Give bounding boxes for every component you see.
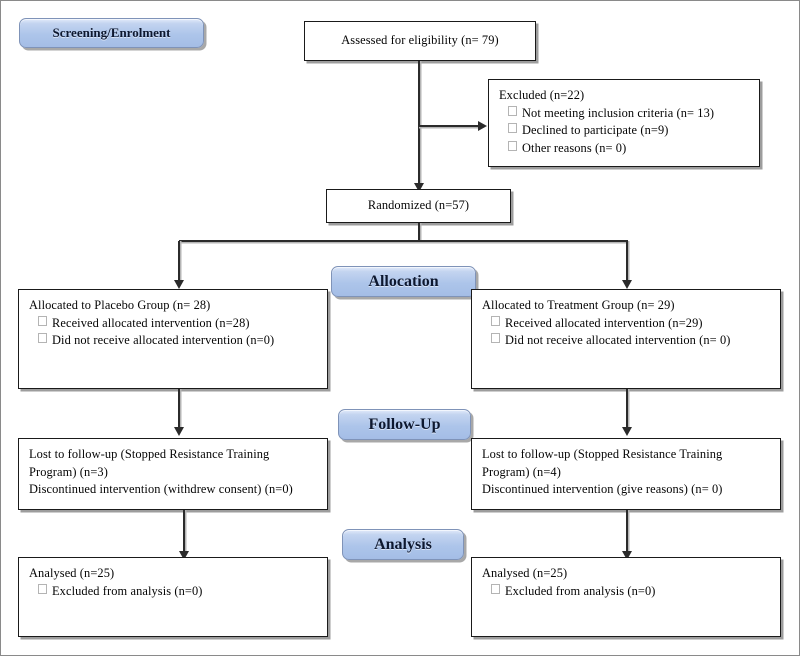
node-excluded-line-3-text: Other reasons (n= 0) — [522, 141, 627, 156]
arrowhead-randomized-to-alloc-left — [173, 280, 184, 289]
connector-follow-left-to-analysis-left — [183, 510, 185, 554]
connector-alloc-left-to-follow-left — [178, 389, 180, 430]
arrowhead-alloc-right-to-follow-right — [621, 427, 632, 436]
node-assessed-line-0: Assessed for eligibility (n= 79) — [341, 33, 499, 48]
bullet-box-icon — [491, 315, 500, 326]
node-analysis-left-line-1: Excluded from analysis (n=0) — [29, 583, 317, 601]
node-allocated-placebo: Allocated to Placebo Group (n= 28) Recei… — [18, 289, 328, 389]
node-alloc-right-line-0: Allocated to Treatment Group (n= 29) — [482, 298, 675, 312]
node-follow-right-line-1: Program) (n=4) — [482, 464, 561, 479]
bullet-box-icon — [38, 583, 47, 594]
node-followup-placebo: Lost to follow-up (Stopped Resistance Tr… — [18, 438, 328, 510]
node-alloc-left-line-0: Allocated to Placebo Group (n= 28) — [29, 298, 211, 312]
node-analysis-right-line-1-text: Excluded from analysis (n=0) — [505, 583, 656, 598]
arrowhead-randomized-to-alloc-right — [621, 280, 632, 289]
node-analysis-right-line-1: Excluded from analysis (n=0) — [482, 583, 770, 601]
node-alloc-right-line-1-text: Received allocated intervention (n=29) — [505, 315, 703, 330]
connector-follow-right-to-analysis-right — [626, 510, 628, 554]
node-follow-right-line-0: Lost to follow-up (Stopped Resistance Tr… — [482, 447, 723, 461]
stage-banner-analysis-label: Analysis — [374, 535, 432, 553]
node-excluded-line-2: Declined to participate (n=9) — [499, 122, 749, 140]
node-randomized: Randomized (n=57) — [326, 189, 511, 223]
stage-banner-allocation-label: Allocation — [368, 272, 439, 290]
bullet-box-icon — [38, 333, 47, 344]
arrowhead-alloc-left-to-follow-left — [173, 427, 184, 436]
node-excluded-line-2-text: Declined to participate (n=9) — [522, 123, 669, 138]
stage-banner-analysis: Analysis — [342, 529, 464, 560]
node-excluded-line-1-text: Not meeting inclusion criteria (n= 13) — [522, 105, 715, 120]
node-excluded-line-3: Other reasons (n= 0) — [499, 140, 749, 158]
node-followup-treatment: Lost to follow-up (Stopped Resistance Tr… — [471, 438, 781, 510]
node-alloc-right-line-2-text: Did not receive allocated intervention (… — [505, 333, 731, 348]
node-alloc-right-line-2: Did not receive allocated intervention (… — [482, 332, 770, 350]
node-allocated-treatment: Allocated to Treatment Group (n= 29) Rec… — [471, 289, 781, 389]
node-assessed-for-eligibility: Assessed for eligibility (n= 79) — [304, 21, 536, 61]
connector-randomized-split-bar — [179, 240, 628, 242]
connector-randomized-to-alloc-right — [626, 241, 628, 283]
node-follow-right-line-2: Discontinued intervention (give reasons)… — [482, 482, 723, 497]
bullet-box-icon — [491, 333, 500, 344]
bullet-box-icon — [38, 315, 47, 326]
node-alloc-left-line-1: Received allocated intervention (n=28) — [29, 315, 317, 333]
stage-banner-followup: Follow-Up — [338, 409, 471, 440]
stage-banner-followup-label: Follow-Up — [368, 415, 441, 433]
node-analysis-right-line-0: Analysed (n=25) — [482, 566, 568, 580]
connector-randomized-to-alloc-left — [178, 241, 180, 283]
node-randomized-line-0: Randomized (n=57) — [367, 198, 470, 213]
node-alloc-right-line-1: Received allocated intervention (n=29) — [482, 315, 770, 333]
bullet-box-icon — [508, 105, 517, 116]
arrowhead-follow-right-to-analysis-right — [621, 551, 632, 560]
arrowhead-assessed-to-randomized — [413, 183, 424, 192]
bullet-box-icon — [491, 583, 500, 594]
bullet-box-icon — [508, 141, 517, 152]
connector-assessed-to-excluded — [419, 125, 481, 127]
arrowhead-follow-left-to-analysis-left — [178, 551, 189, 560]
node-analysis-placebo: Analysed (n=25) Excluded from analysis (… — [18, 557, 328, 637]
node-alloc-left-line-1-text: Received allocated intervention (n=28) — [52, 315, 250, 330]
node-analysis-left-line-0: Analysed (n=25) — [29, 566, 115, 580]
stage-banner-screening-label: Screening/Enrolment — [52, 25, 171, 40]
node-excluded: Excluded (n=22) Not meeting inclusion cr… — [488, 79, 760, 167]
node-excluded-line-1: Not meeting inclusion criteria (n= 13) — [499, 105, 749, 123]
connector-alloc-right-to-follow-right — [626, 389, 628, 430]
node-follow-left-line-0: Lost to follow-up (Stopped Resistance Tr… — [29, 447, 270, 461]
arrowhead-assessed-to-excluded — [478, 120, 487, 131]
connector-assessed-to-randomized — [418, 61, 420, 186]
node-analysis-treatment: Analysed (n=25) Excluded from analysis (… — [471, 557, 781, 637]
node-excluded-line-0: Excluded (n=22) — [499, 88, 585, 102]
stage-banner-allocation: Allocation — [331, 266, 476, 297]
stage-banner-screening: Screening/Enrolment — [19, 18, 204, 48]
node-alloc-left-line-2: Did not receive allocated intervention (… — [29, 332, 317, 350]
bullet-box-icon — [508, 123, 517, 134]
node-analysis-left-line-1-text: Excluded from analysis (n=0) — [52, 583, 203, 598]
node-follow-left-line-1: Program) (n=3) — [29, 464, 108, 479]
node-alloc-left-line-2-text: Did not receive allocated intervention (… — [52, 333, 275, 348]
connector-randomized-stem — [418, 223, 420, 241]
node-follow-left-line-2: Discontinued intervention (withdrew cons… — [29, 482, 293, 497]
